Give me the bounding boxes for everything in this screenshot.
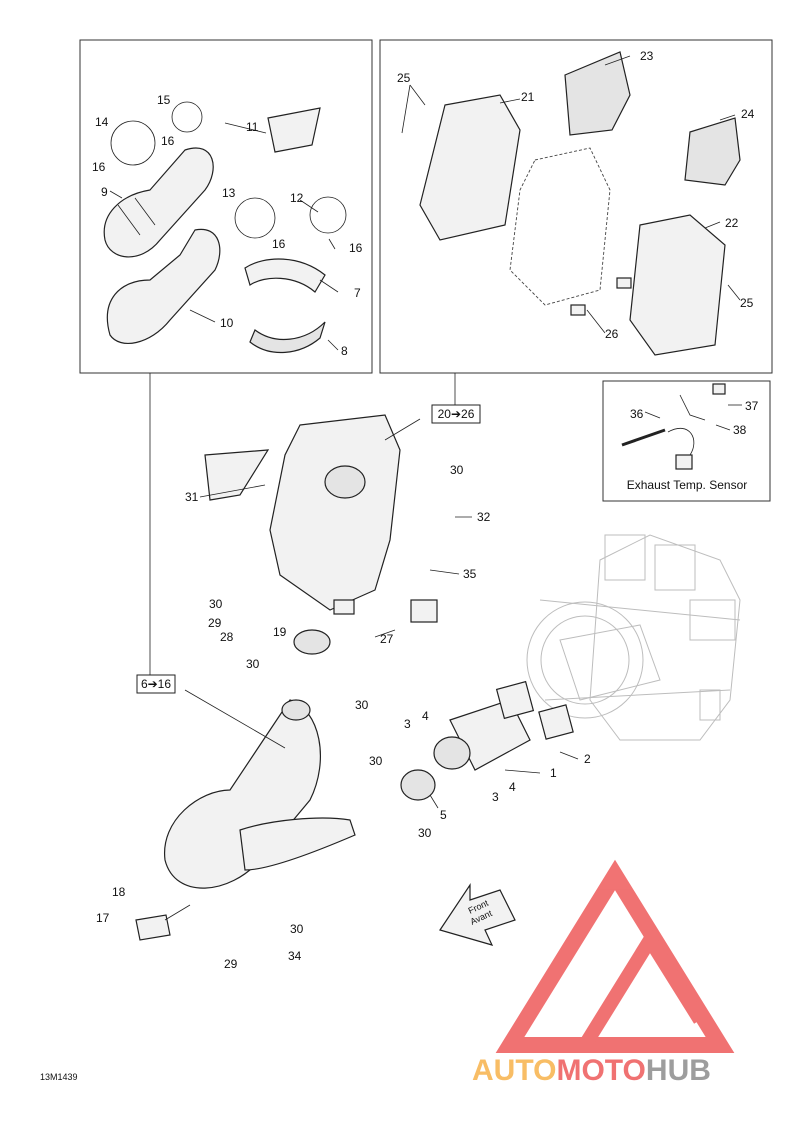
callout-28: 28 (220, 630, 234, 644)
pipe-detail-frame (79, 39, 373, 374)
front-direction-arrow: Front Avant (439, 883, 516, 946)
callout-24: 24 (741, 107, 755, 121)
callout-16-d: 16 (349, 241, 363, 255)
tuned-pipe-assembly (135, 680, 574, 941)
callout-36: 36 (630, 407, 644, 421)
callout-3-lower: 3 (492, 790, 499, 804)
callout-14: 14 (95, 115, 109, 129)
engine-ghost (526, 534, 741, 741)
diagram-code: 13M1439 (40, 1072, 78, 1082)
callout-3-upper: 3 (404, 717, 411, 731)
callout-35: 35 (463, 567, 477, 581)
callout-37: 37 (745, 399, 759, 413)
sensor-detail-frame (602, 380, 771, 502)
watermark-wordmark: AUTOMOTOHUB (472, 1054, 711, 1087)
callout-11: 11 (246, 120, 259, 134)
callout-38: 38 (733, 423, 747, 437)
callout-30-d: 30 (355, 698, 369, 712)
callout-19: 19 (273, 625, 287, 639)
callout-8: 8 (341, 344, 348, 358)
callout-29-b: 29 (224, 957, 238, 971)
callout-31: 31 (185, 490, 199, 504)
callout-21: 21 (521, 90, 535, 104)
callout-4-upper: 4 (422, 709, 429, 723)
automotohub-watermark: AUTOMOTOHUB (472, 859, 735, 1087)
callout-34: 34 (288, 949, 302, 963)
callout-25-a: 25 (397, 71, 411, 85)
callout-22: 22 (725, 216, 739, 230)
callout-10: 10 (220, 316, 234, 330)
callout-29-a: 29 (208, 616, 222, 630)
group-label-muffler: 20➔26 (431, 404, 481, 424)
callout-16-b: 16 (92, 160, 106, 174)
callout-30-g: 30 (290, 922, 304, 936)
pipe-parts-detail (103, 101, 347, 353)
sensor-caption: Exhaust Temp. Sensor (627, 478, 748, 492)
muffler-assembly (204, 414, 438, 655)
callout-12: 12 (290, 191, 304, 205)
callout-18: 18 (112, 885, 126, 899)
leader-lines (109, 55, 742, 921)
callout-25-b: 25 (740, 296, 754, 310)
muffler-detail-frame (379, 39, 773, 374)
callout-labels: 1 2 3 3 4 4 5 7 8 9 10 11 12 13 14 15 16… (92, 49, 759, 971)
callout-4-lower: 4 (509, 780, 516, 794)
callout-5: 5 (440, 808, 447, 822)
callout-2: 2 (584, 752, 591, 766)
callout-16-c: 16 (272, 237, 286, 251)
group-label-muffler-text: 20➔26 (438, 407, 475, 421)
callout-17: 17 (96, 911, 110, 925)
callout-30-f: 30 (418, 826, 432, 840)
callout-32: 32 (477, 510, 491, 524)
exhaust-temp-sensor-drawing (621, 383, 726, 470)
callout-30-e: 30 (369, 754, 383, 768)
callout-30-b: 30 (209, 597, 223, 611)
muffler-housing-detail (419, 51, 741, 356)
callout-13: 13 (222, 186, 236, 200)
callout-7: 7 (354, 286, 361, 300)
callout-30-c: 30 (246, 657, 260, 671)
group-label-pipe: 6➔16 (136, 674, 176, 694)
callout-16-a: 16 (161, 134, 175, 148)
callout-9: 9 (101, 185, 108, 199)
callout-30-a: 30 (450, 463, 464, 477)
callout-1: 1 (550, 766, 557, 780)
callout-23: 23 (640, 49, 654, 63)
callout-27: 27 (380, 632, 394, 646)
group-label-pipe-text: 6➔16 (141, 677, 171, 691)
callout-15: 15 (157, 93, 171, 107)
callout-26: 26 (605, 327, 619, 341)
